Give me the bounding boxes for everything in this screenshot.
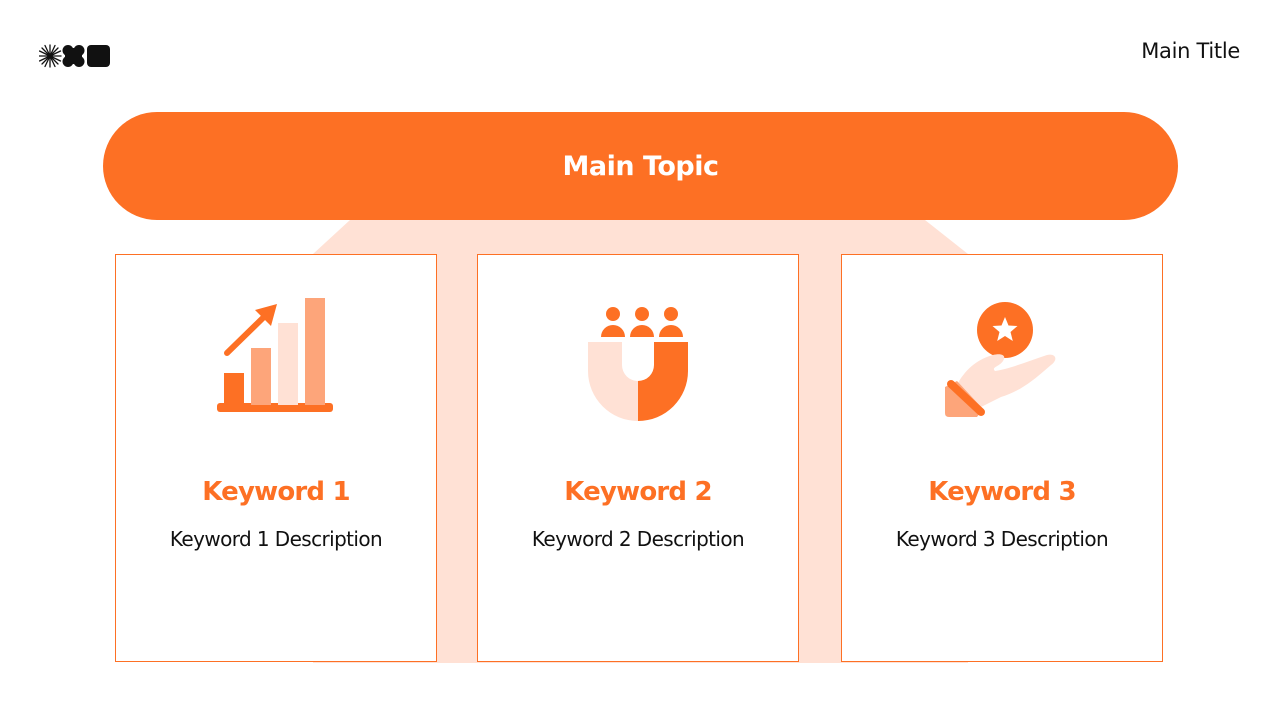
hand-star-coin-icon	[945, 302, 1056, 417]
magnet-people-icon	[588, 307, 688, 421]
keyword-card-1: Keyword 1 Keyword 1 Description	[115, 254, 437, 662]
keyword-card-3: Keyword 3 Keyword 3 Description	[841, 254, 1163, 662]
keyword-card-2: Keyword 2 Keyword 2 Description	[477, 254, 799, 662]
keyword-title: Keyword 2	[564, 477, 712, 507]
brand-logo-icon	[39, 44, 110, 68]
keyword-description: Keyword 2 Description	[531, 527, 745, 551]
growth-chart-icon	[217, 298, 333, 412]
keyword-title: Keyword 1	[202, 477, 350, 507]
keyword-description: Keyword 3 Description	[895, 527, 1109, 551]
main-title: Main Title	[1141, 39, 1240, 63]
main-topic-label: Main Topic	[562, 150, 719, 182]
keyword-title: Keyword 3	[928, 477, 1076, 507]
keyword-description: Keyword 1 Description	[169, 527, 383, 551]
main-topic-banner: Main Topic	[103, 112, 1178, 220]
